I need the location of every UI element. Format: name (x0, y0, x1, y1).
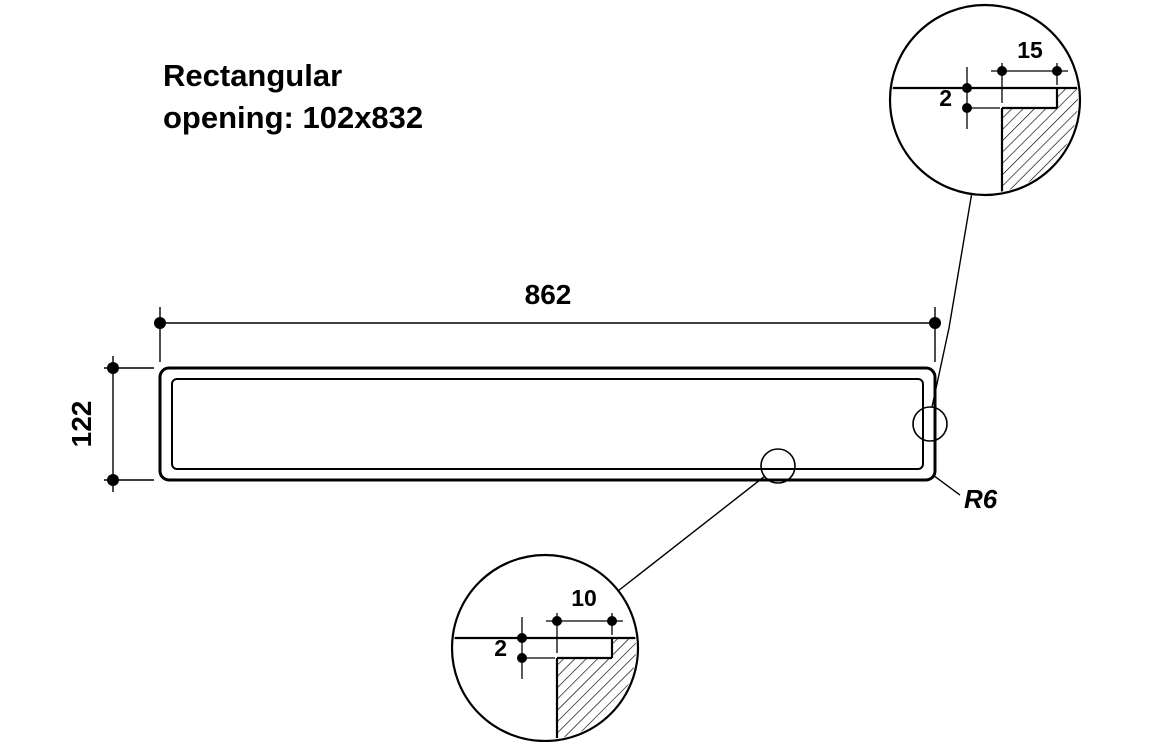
dimension-dot (962, 83, 972, 93)
dimension-dot (997, 66, 1007, 76)
detail-marker-right (912, 406, 948, 442)
dimension-dot (552, 616, 562, 626)
dimension-dot (154, 317, 166, 329)
height-dimension-label: 122 (66, 401, 97, 448)
width-dimension-label: 862 (525, 279, 572, 310)
detail-bottom-depth-label: 2 (494, 635, 507, 661)
drawing-title: Rectangular opening: 102x832 (163, 58, 423, 135)
detail-top-width-label: 15 (1017, 37, 1043, 63)
drawing-title-line2: opening: 102x832 (163, 100, 423, 135)
dimension-dot (1052, 66, 1062, 76)
leader-line-bottom-detail (617, 475, 766, 592)
inner-opening (171, 378, 924, 470)
detail-top-depth-label: 2 (939, 85, 952, 111)
dimension-height (104, 356, 154, 492)
detail-circle-top (888, 3, 1082, 197)
dimension-dot (929, 317, 941, 329)
plan-view (158, 366, 937, 482)
dimension-dot (607, 616, 617, 626)
dimension-dot (107, 474, 119, 486)
detail-bottom-dimension-lines (517, 613, 623, 679)
outer-frame (158, 366, 937, 482)
detail-view-top-right: 15 2 (888, 3, 1082, 197)
dimension-dot (517, 633, 527, 643)
detail-circle-bottom (450, 553, 640, 742)
detail-top-dimension-lines (962, 63, 1068, 129)
corner-radius-label: R6 (964, 484, 998, 514)
detail-view-bottom: 10 2 (450, 553, 640, 742)
dimension-width (154, 307, 941, 362)
detail-marker-bottom (760, 448, 796, 484)
dimension-dot (107, 362, 119, 374)
detail-bottom-width-label: 10 (571, 585, 597, 611)
drawing-title-line1: Rectangular (163, 58, 342, 93)
leader-line-top-detail (931, 191, 973, 408)
radius-leader-line (932, 474, 961, 496)
